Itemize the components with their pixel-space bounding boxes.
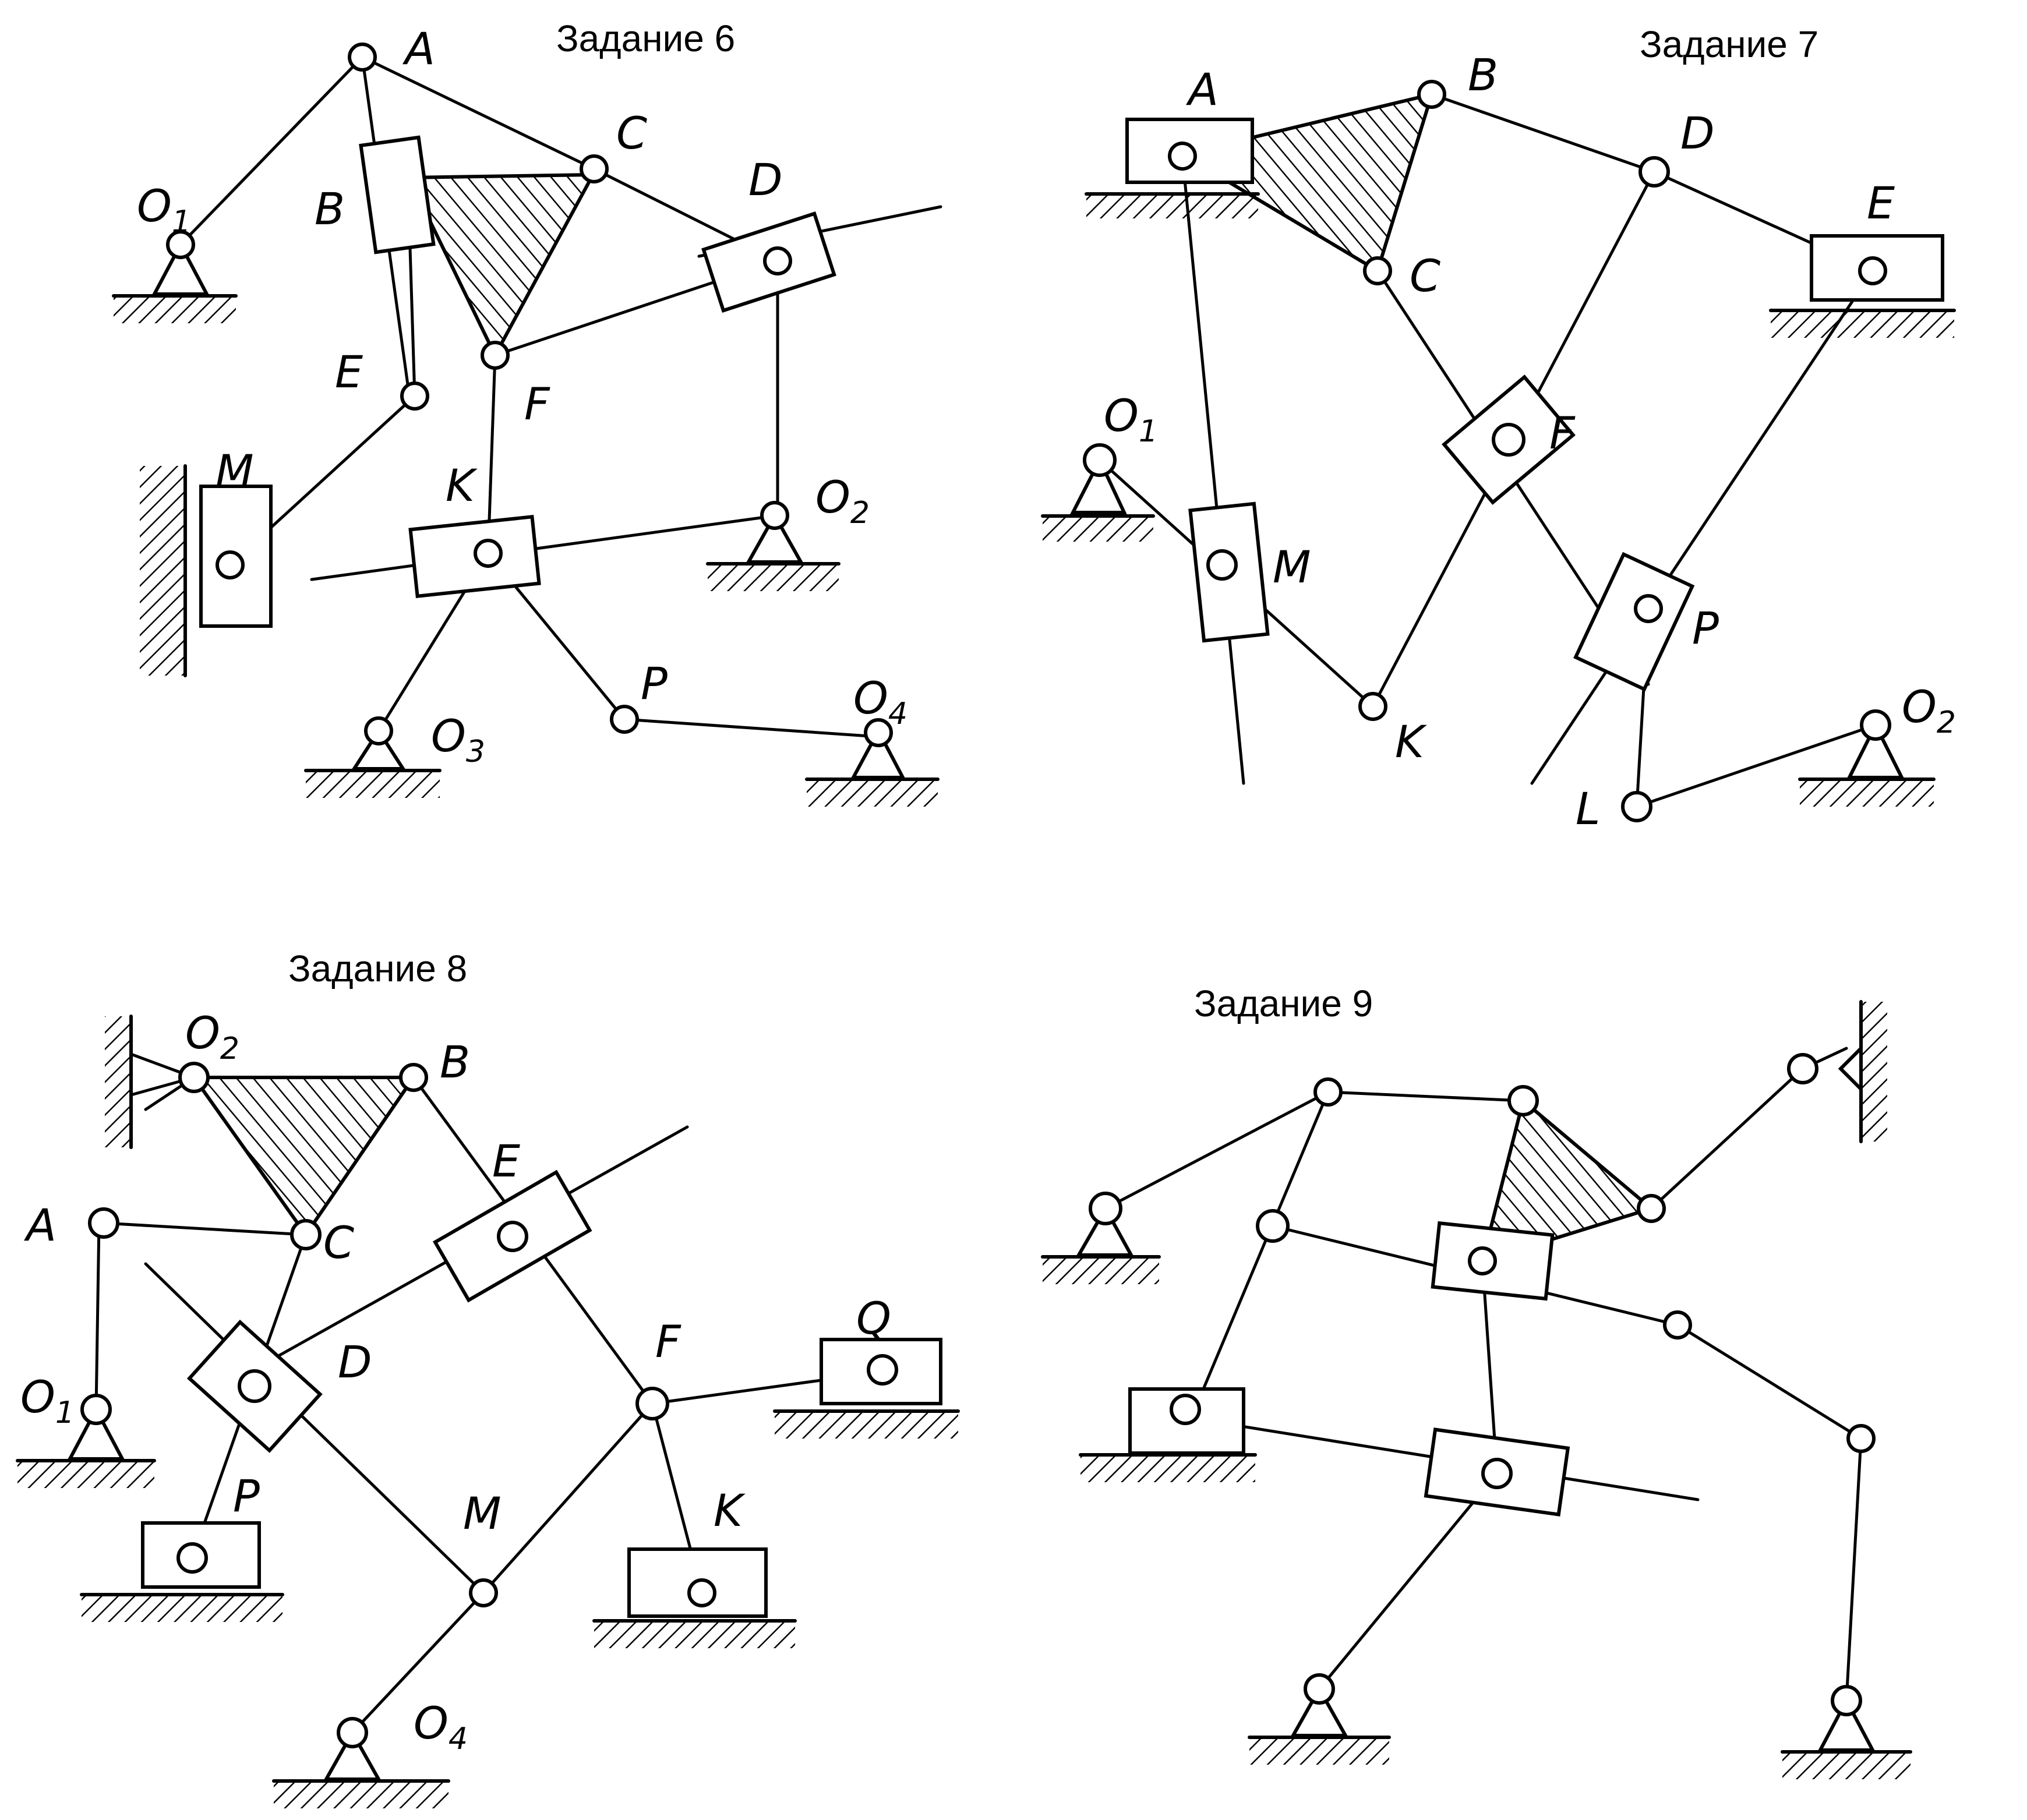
task-6-support-O2 [706,511,841,591]
task-7-label-L: L [1576,783,1600,835]
task-7-diagram: Задание 7 [1041,23,1956,835]
task-7-label-B: B [1468,49,1498,101]
task-9-diagram: Задание 9 [1041,983,1912,1779]
task-6-label-B: B [315,183,345,235]
task-8-label-O4: O4 [414,1697,468,1757]
task-9-support-left [1041,1204,1161,1284]
task-6-label-C: C [616,107,647,159]
task-6-triangle-link [406,172,596,359]
task-7-triangle-link [1178,91,1435,274]
task-6-label-O1: O1 [137,180,191,239]
task-9-support-bottom-left [1248,1685,1391,1765]
task-8-label-O2: O2 [185,1007,239,1066]
task-8-triangle-link [190,1076,417,1238]
task-7-label-C: C [1410,250,1440,302]
task-7-slider-P [1573,552,1695,692]
task-9-triangle-link [1479,1097,1655,1264]
task-7-joints [1083,80,1891,822]
task-6-label-O2: O2 [815,471,870,531]
task-6-slider-B [359,135,436,255]
task-8-label-F: F [655,1316,681,1367]
task-9-title: Задание 9 [1194,983,1373,1024]
task-7-support-O2 [1798,721,1936,807]
task-8-ground-K [592,1619,797,1648]
task-8-label-Q: Q [856,1292,891,1344]
task-6-label-K: K [446,460,478,511]
task-6-label-O3: O3 [431,710,485,769]
task-8-label-A: A [23,1199,56,1251]
task-9-ground-left-slider [1079,1453,1257,1482]
task-6-label-A: A [402,23,435,75]
task-6-label-M: M [216,445,254,497]
task-8-label-K: K [714,1485,746,1536]
task-8-label-C: C [323,1217,354,1268]
task-6-label-E: E [335,346,363,398]
task-9-wall-top-right [1838,1000,1887,1143]
task-7-label-P: P [1692,602,1719,654]
task-7-label-D: D [1680,107,1715,159]
task-6-title: Задание 6 [556,17,735,59]
task-8-support-O4 [272,1729,450,1808]
task-6-support-O4 [805,727,940,807]
task-9-joints [1089,1053,1876,1716]
task-6-label-F: F [524,378,550,430]
task-7-title: Задание 7 [1640,23,1818,65]
task-9-support-bottom-right [1781,1697,1912,1779]
task-8-wall-O2 [105,1015,196,1149]
task-7-label-M: M [1273,541,1311,593]
task-7-label-F: F [1549,407,1576,459]
task-6-links [179,55,942,738]
task-7-ground-E [1769,309,1956,338]
task-7-ground-A [1085,192,1260,218]
task-9-links [1104,1047,1863,1702]
task-6-label-P: P [641,658,668,709]
task-8-title: Задание 8 [288,948,467,989]
task-7-label-O2: O2 [1902,681,1956,740]
task-8-label-P: P [233,1470,260,1522]
task-8-label-M: M [463,1487,502,1539]
task-7-label-A: A [1185,63,1219,115]
task-8-ground-Q [773,1409,960,1439]
task-7-label-K: K [1395,716,1427,768]
task-8-ground-P [80,1593,284,1622]
task-6-label-D: D [748,154,783,206]
task-6-label-O4: O4 [853,672,907,731]
task-7-label-O1: O1 [1104,390,1158,449]
task-8-support-O1 [16,1405,156,1488]
task-8-diagram: Задание 8 [16,948,960,1808]
task-6-support-O1 [112,241,238,323]
task-8-label-E: E [492,1135,520,1187]
task-8-joints [80,1062,898,1748]
task-8-label-D: D [338,1336,372,1388]
task-6-wall [140,466,183,676]
task-7-support-O1 [1041,456,1155,542]
task-6-support-O3 [304,727,442,798]
task-8-label-O1: O1 [20,1371,75,1430]
task-7-label-E: E [1867,177,1895,229]
task-8-label-B: B [440,1036,470,1088]
task-6-diagram: Задание 6 [112,17,942,807]
task-6-joints [166,43,893,747]
